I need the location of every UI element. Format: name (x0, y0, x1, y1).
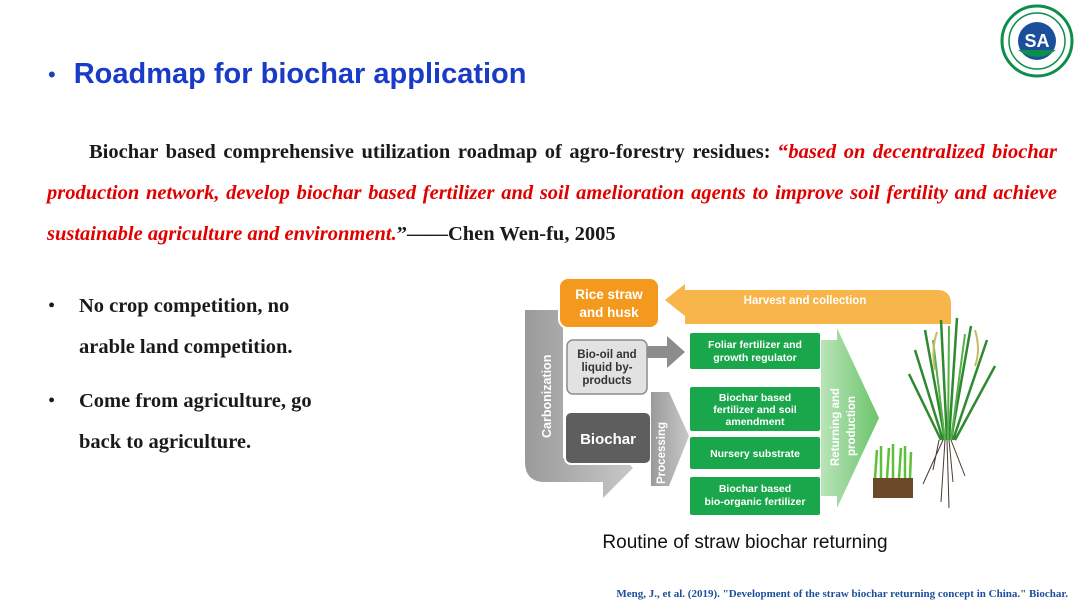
seedling-tray-image (873, 444, 913, 498)
bullet-dot: • (48, 390, 56, 412)
bullet-line: Come from agriculture, go (79, 390, 312, 412)
bio-oil-to-foliar-arrow (647, 336, 685, 368)
processing-arrow (651, 392, 689, 486)
reference-citation: Meng, J., et al. (2019). "Development of… (616, 588, 1068, 600)
quote-lead: Biochar based comprehensive utilization … (89, 141, 779, 163)
quote-open-mark: “ (778, 141, 789, 163)
product-label: amendment (726, 416, 785, 428)
product-label: Foliar fertilizer and (708, 339, 802, 351)
bullet-item: • No crop competition, no arable land com… (48, 286, 368, 368)
quote-italic-text: based on decentralized biochar productio… (47, 141, 1057, 245)
processing-label: Processing (656, 422, 668, 484)
bullet-item: • Come from agriculture, go back to agric… (48, 381, 368, 463)
rice-straw-label: and husk (579, 305, 639, 320)
bullet-list: • No crop competition, no arable land com… (48, 286, 368, 476)
bullet-line: arable land competition. (79, 336, 293, 358)
returning-label: Returning and (830, 388, 842, 466)
product-label: Biochar based (719, 392, 791, 404)
bullet-text: Come from agriculture, go back to agricul… (79, 381, 312, 463)
university-logo: SA (1000, 4, 1074, 78)
bio-oil-box (566, 339, 648, 395)
bullet-dot: • (48, 295, 56, 317)
rice-plant-image (907, 317, 997, 509)
page-title: Roadmap for biochar application (73, 58, 527, 90)
quote-paragraph: Biochar based comprehensive utilization … (47, 132, 1057, 255)
logo-initials: SA (1024, 31, 1049, 51)
diagram-caption: Routine of straw biochar returning (602, 532, 888, 553)
bio-oil-label: liquid by- (581, 362, 632, 374)
quote-close-mark: ” (396, 223, 407, 245)
biochar-label: Biochar (580, 431, 636, 448)
harvest-arrow (665, 284, 951, 324)
biochar-flow-diagram: Harvest and collection Carbonization Ric… (525, 277, 997, 517)
title-bullet: • (48, 61, 56, 87)
product-label: Biochar based (719, 483, 791, 495)
product-label: growth regulator (713, 352, 796, 364)
product-box-foliar (688, 331, 822, 371)
returning-arrow (821, 328, 879, 508)
quote-attribution: ——Chen Wen-fu, 2005 (406, 223, 616, 245)
bullet-line: No crop competition, no (79, 295, 290, 317)
bullet-line: back to agriculture. (79, 431, 252, 453)
carbonization-label: Carbonization (540, 355, 554, 438)
product-label: bio-organic fertilizer (705, 496, 806, 508)
rice-straw-label: Rice straw (575, 287, 643, 302)
bio-oil-label: products (582, 375, 631, 387)
returning-label: production (846, 396, 858, 456)
rice-straw-box (558, 277, 660, 329)
product-label: fertilizer and soil (713, 404, 797, 416)
product-label: Nursery substrate (710, 448, 800, 460)
harvest-label: Harvest and collection (744, 295, 867, 307)
title-row: • Roadmap for biochar application (48, 58, 526, 91)
bio-oil-label: Bio-oil and (577, 349, 636, 361)
bullet-text: No crop competition, no arable land compe… (79, 286, 293, 368)
